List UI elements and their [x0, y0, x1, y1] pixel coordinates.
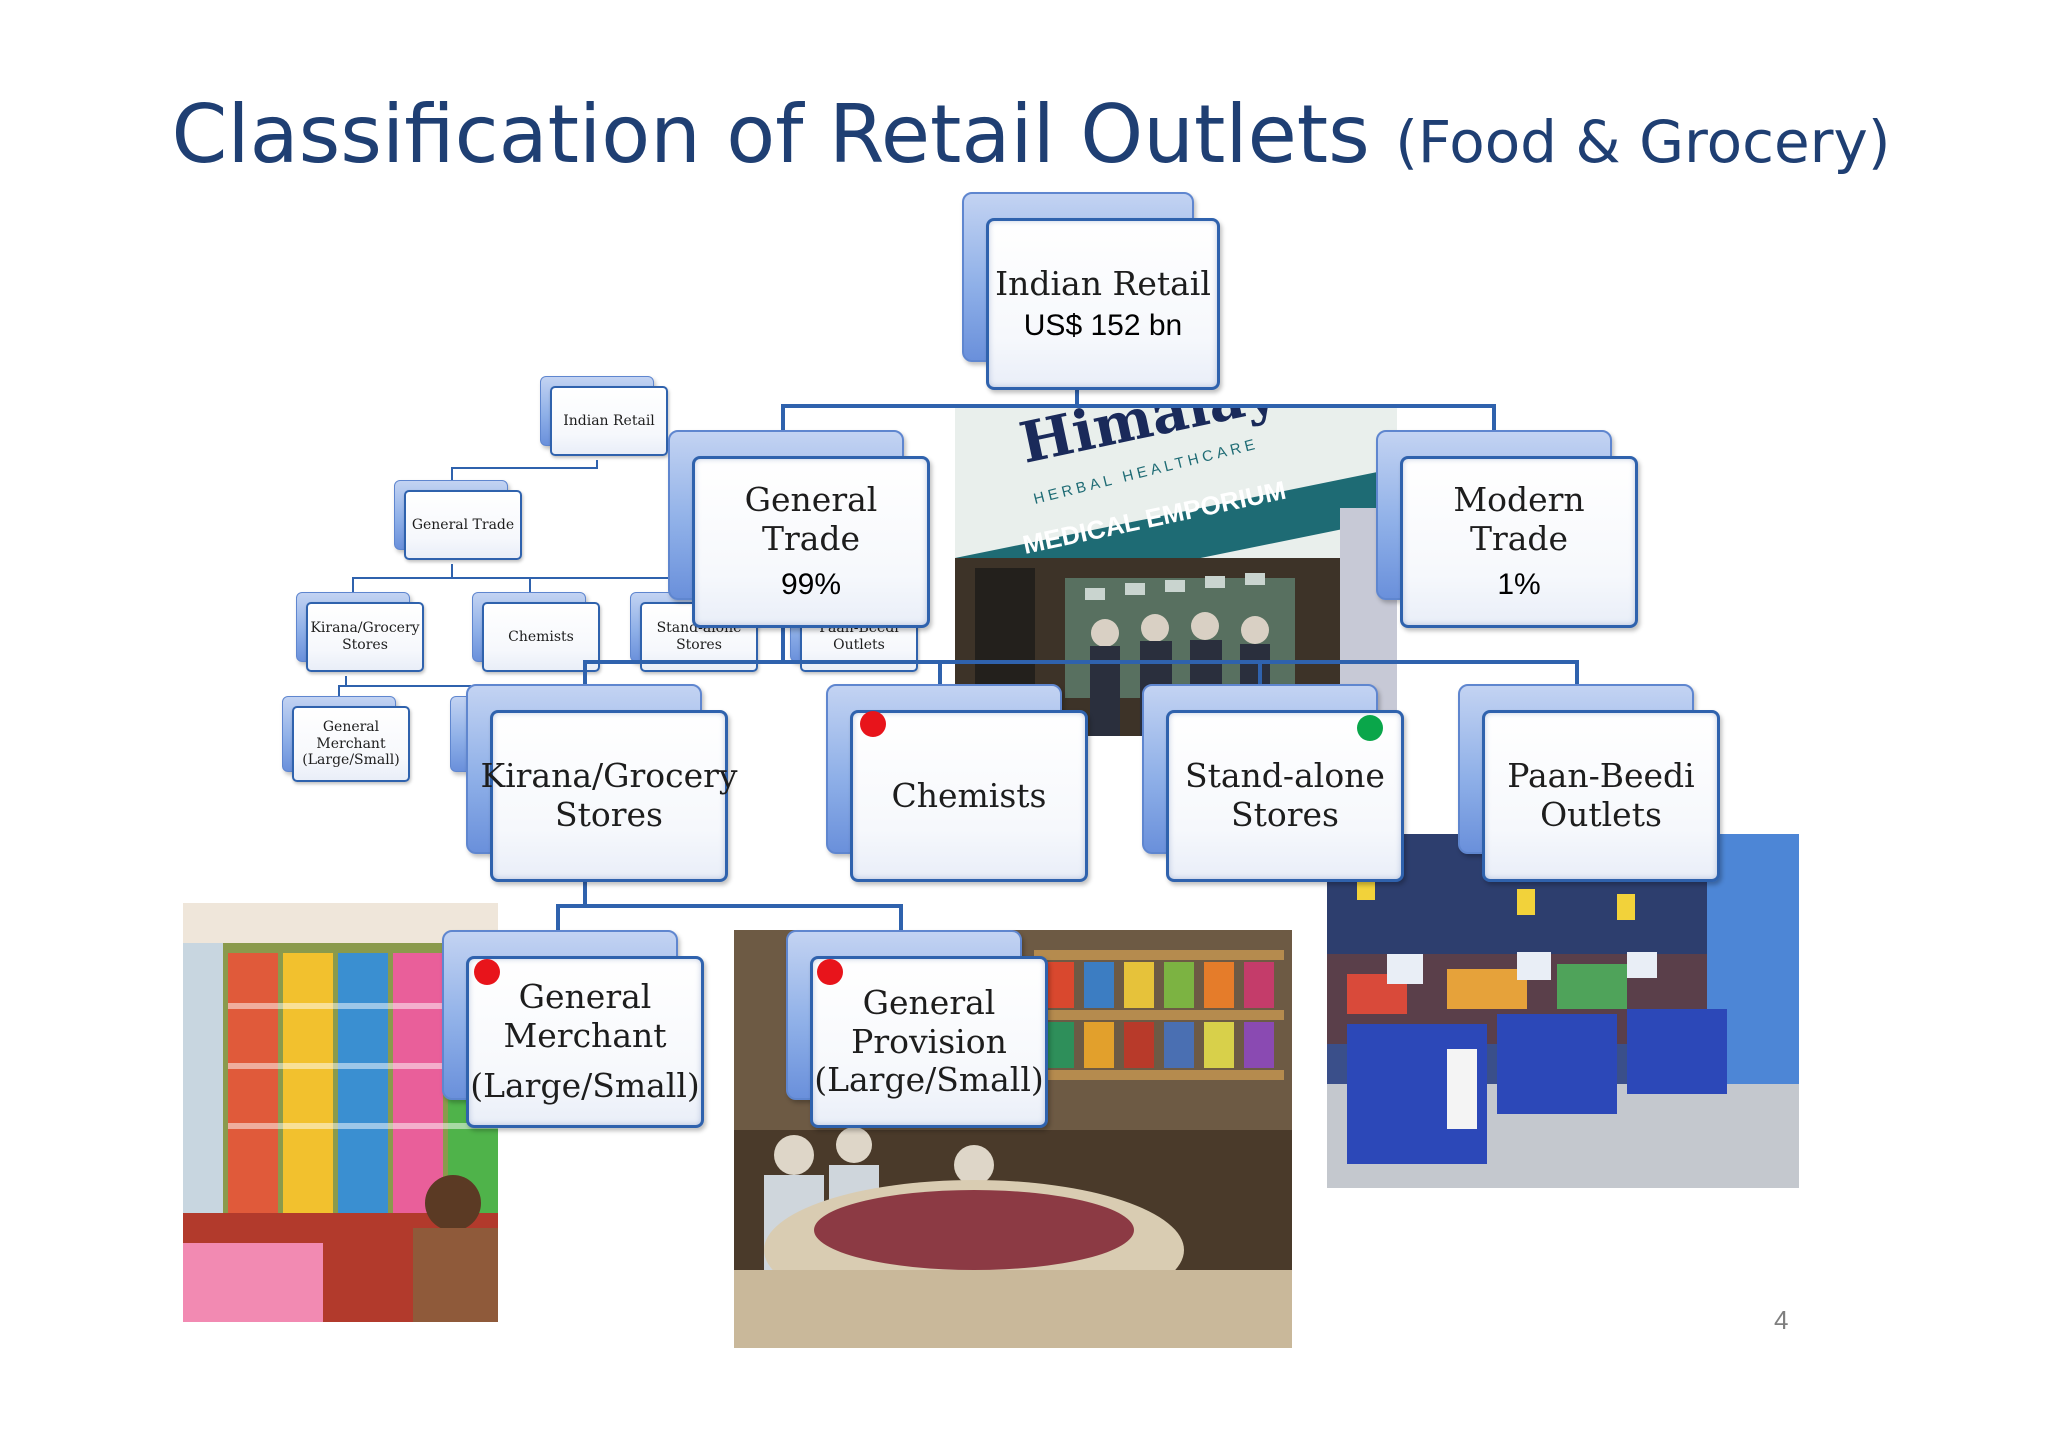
title-sub: (Food & Grocery): [1395, 108, 1891, 176]
node-label: (Large/Small): [470, 1066, 700, 1106]
node-share: 1%: [1497, 568, 1541, 602]
ghost-node-label: Kirana/Grocery: [310, 620, 420, 637]
node-label: General: [862, 982, 996, 1022]
node-general-provision: General Provision (Large/Small): [786, 930, 1048, 1130]
node-label: Modern Trade: [1453, 480, 1585, 559]
node-standalone-stores: Stand-alone Stores: [1142, 684, 1404, 884]
node-label: Indian Retail: [995, 263, 1211, 303]
slide-title: Classification of Retail Outlets (Food &…: [0, 88, 2048, 181]
ghost-node-general-trade: General Trade: [394, 480, 524, 564]
page-number: 4: [1774, 1305, 1789, 1335]
marker-dot-red-general-merchant: [474, 959, 500, 985]
node-share: 99%: [780, 568, 842, 602]
marker-dot-red-chemists: [860, 711, 886, 737]
node-label: Provision: [851, 1021, 1007, 1061]
node-label: Merchant: [503, 1015, 667, 1055]
ghost-node-indian-retail: Indian Retail: [540, 376, 670, 460]
ghost-node-label: Stores: [676, 637, 722, 653]
node-label: Stores: [1231, 795, 1339, 834]
ghost-node-label: Chemists: [508, 628, 574, 645]
node-label: General Trade: [744, 480, 878, 559]
ghost-node-label: Outlets: [833, 637, 885, 653]
node-kirana-grocery: Kirana/Grocery Stores: [466, 684, 738, 884]
node-label: (Large/Small): [814, 1060, 1044, 1100]
ghost-node-label: Stores: [342, 637, 388, 653]
ghost-node-label: General: [322, 719, 380, 736]
node-label: General: [518, 976, 652, 1016]
ghost-node-label: (Large/Small): [302, 752, 400, 769]
ghost-node-label: Indian Retail: [563, 412, 655, 429]
node-label: Chemists: [891, 775, 1047, 815]
node-paan-beedi: Paan-Beedi Outlets: [1458, 684, 1720, 884]
node-general-trade: General Trade 99%: [668, 430, 930, 632]
marker-dot-red-general-provision: [817, 959, 843, 985]
photo-supermarket: [1327, 834, 1799, 1188]
node-label: Outlets: [1540, 795, 1662, 834]
node-label: Paan-Beedi: [1507, 756, 1695, 796]
node-general-merchant: General Merchant (Large/Small): [442, 930, 704, 1130]
ghost-node-general-merchant: General Merchant (Large/Small): [282, 696, 412, 786]
node-label: Stand-alone: [1185, 756, 1385, 796]
node-label: Kirana/Grocery: [480, 756, 738, 796]
ghost-node-kirana: Kirana/Grocery Stores: [296, 592, 426, 676]
node-value: US$ 152 bn: [1023, 308, 1183, 342]
ghost-node-chemists: Chemists: [472, 592, 602, 676]
node-modern-trade: Modern Trade 1%: [1376, 430, 1638, 632]
node-label: Stores: [555, 795, 663, 834]
node-chemists: Chemists: [826, 684, 1088, 884]
node-indian-retail: Indian Retail US$ 152 bn: [962, 192, 1220, 394]
ghost-node-label: General Trade: [411, 516, 515, 533]
marker-dot-green-standalone: [1357, 715, 1383, 741]
title-main: Classification of Retail Outlets: [171, 88, 1370, 181]
ghost-node-label: Merchant: [316, 735, 386, 752]
